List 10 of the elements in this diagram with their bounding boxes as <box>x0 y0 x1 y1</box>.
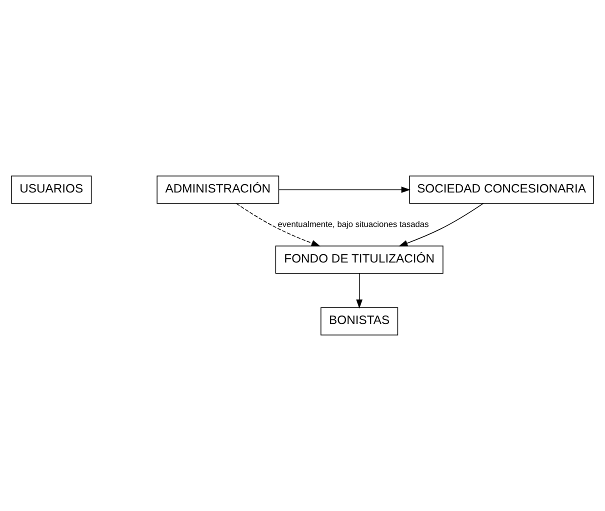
node-box: USUARIOS <box>11 176 92 204</box>
node-box: ADMINISTRACIÓN <box>156 176 280 204</box>
node-box: FONDO DE TITULIZACIÓN <box>275 246 444 274</box>
arrow <box>278 186 410 193</box>
node-box: SOCIEDAD CONCESIONARIA <box>409 176 594 204</box>
arrow <box>236 203 321 246</box>
edge-label: eventualmente, bajo situaciones tasadas <box>278 218 429 229</box>
arrow <box>356 273 363 309</box>
arrow <box>398 203 484 246</box>
node-box: BONISTAS <box>320 307 398 336</box>
